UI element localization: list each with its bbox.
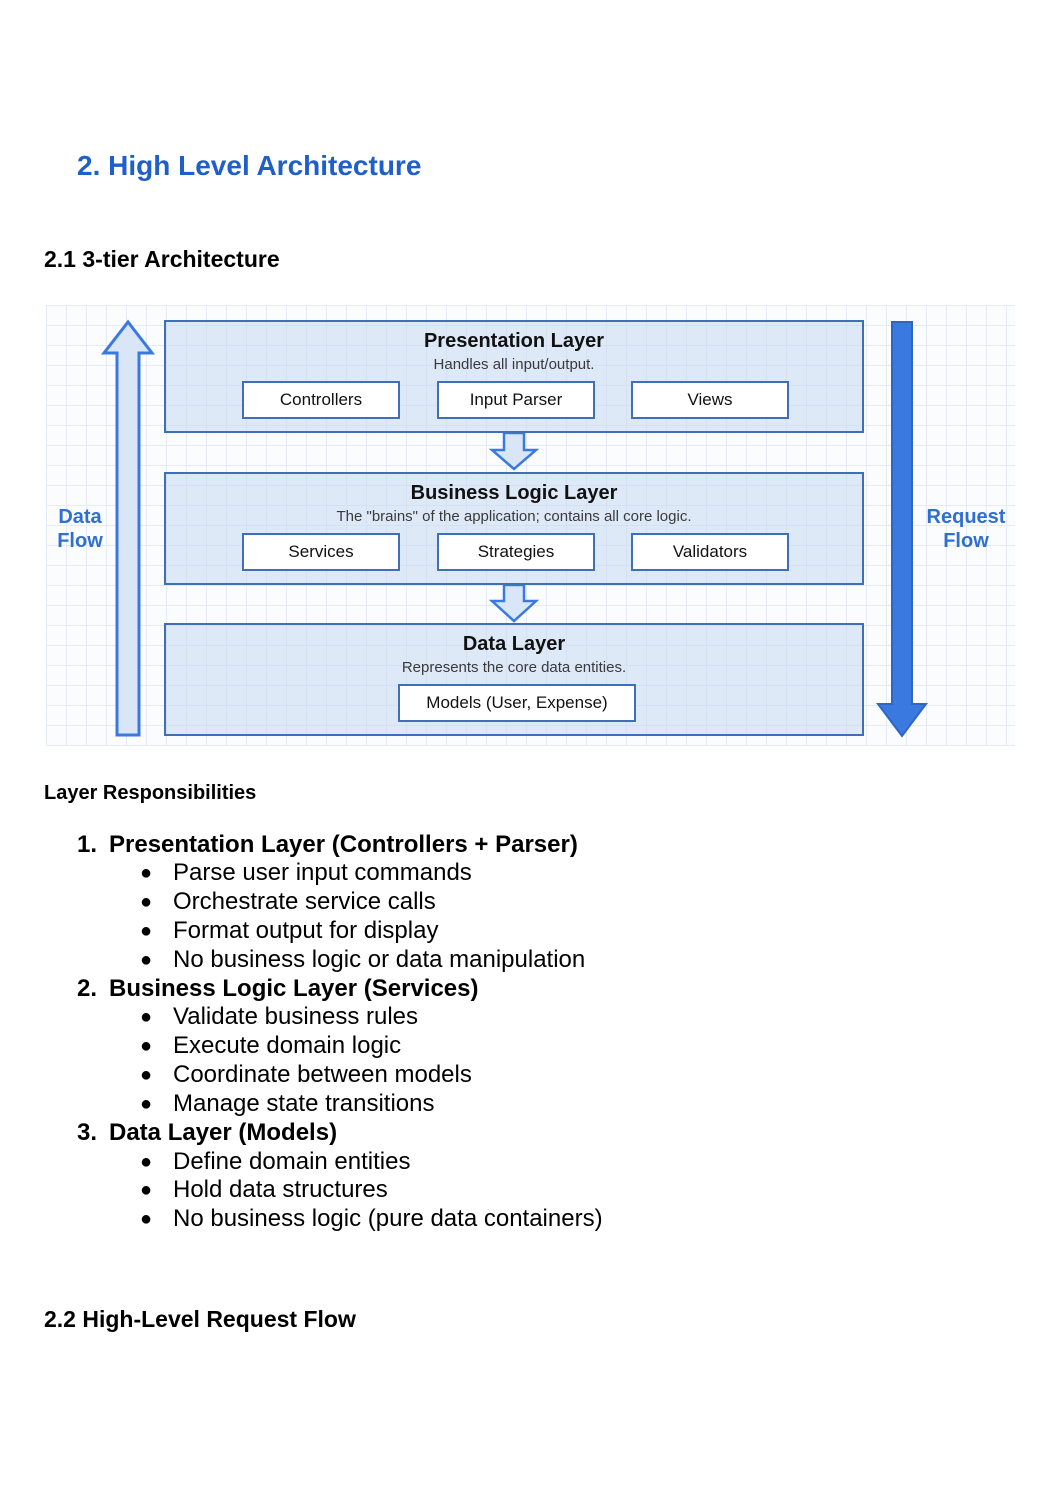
list-item: 1.Presentation Layer (Controllers + Pars… — [77, 831, 578, 858]
bullet-item: ●Execute domain logic — [140, 1032, 402, 1059]
bullet-item: ●Manage state transitions — [140, 1090, 435, 1117]
section-heading-request-flow: 2.2 High-Level Request Flow — [44, 1306, 356, 1332]
list-item: 2.Business Logic Layer (Services) — [77, 975, 479, 1002]
data-flow-label: Data Flow — [57, 506, 103, 552]
connector-arrow-2 — [488, 583, 540, 623]
component-box: Models (User, Expense) — [398, 684, 636, 722]
bullet-item: ●No business logic or data manipulation — [140, 946, 586, 973]
layer-subtitle: Represents the core data entities. — [401, 659, 627, 676]
component-box: Controllers — [242, 381, 400, 419]
component-box: Input Parser — [437, 381, 595, 419]
section-heading-3-tier: 2.1 3-tier Architecture — [44, 246, 280, 272]
component-box: Services — [242, 533, 400, 571]
layer-title: Business Logic Layer — [410, 482, 618, 504]
component-box: Strategies — [437, 533, 595, 571]
bullet-item: ●No business logic (pure data containers… — [140, 1205, 603, 1232]
bullet-item: ●Validate business rules — [140, 1003, 419, 1030]
page-title: 2. High Level Architecture — [77, 150, 422, 181]
connector-arrow-1 — [488, 431, 540, 471]
bullet-item: ●Hold data structures — [140, 1176, 388, 1203]
layer-title: Presentation Layer — [423, 330, 605, 352]
architecture-diagram: Data Flow Request Flow Presentation Laye… — [46, 305, 1015, 746]
component-box: Views — [631, 381, 789, 419]
list-item: 3.Data Layer (Models) — [77, 1119, 338, 1146]
bullet-item: ●Format output for display — [140, 917, 439, 944]
request-flow-label: Request Flow — [926, 506, 1006, 552]
data-layer: Data Layer Represents the core data enti… — [164, 623, 864, 736]
bullet-item: ●Orchestrate service calls — [140, 888, 436, 915]
presentation-layer: Presentation Layer Handles all input/out… — [164, 320, 864, 433]
layer-subtitle: Handles all input/output. — [433, 356, 595, 373]
bullet-item: ●Coordinate between models — [140, 1061, 472, 1088]
bullet-item: ●Define domain entities — [140, 1148, 411, 1175]
component-box: Validators — [631, 533, 789, 571]
responsibilities-heading: Layer Responsibilities — [44, 782, 257, 804]
diagram-arrows — [100, 319, 928, 738]
data-flow-arrow — [100, 319, 156, 737]
layer-subtitle: The "brains" of the application; contain… — [336, 508, 692, 525]
request-flow-arrow — [876, 321, 928, 738]
bullet-item: ●Parse user input commands — [140, 859, 472, 886]
business-logic-layer: Business Logic Layer The "brains" of the… — [164, 472, 864, 585]
layer-title: Data Layer — [462, 633, 566, 655]
